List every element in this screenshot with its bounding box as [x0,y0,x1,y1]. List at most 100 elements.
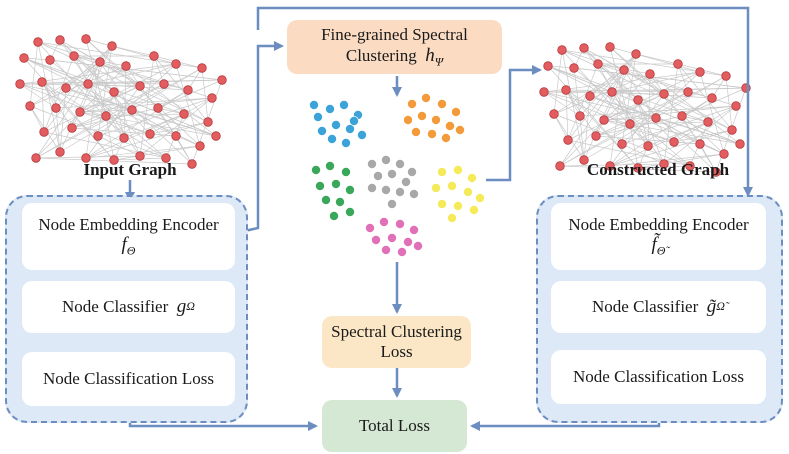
input-graph-edge [71,107,159,129]
input-graph-node [187,159,197,169]
input-graph-node [81,153,91,163]
cluster-point [444,121,455,132]
cluster-point [400,176,411,187]
input-graph-edge [79,85,141,113]
input-graph-node [149,51,159,61]
input-graph-edge [85,85,141,159]
cluster-point [450,107,461,118]
right-loss-label: Node Classification Loss [573,367,744,387]
cluster-point [330,178,341,189]
cluster-point [452,200,463,211]
input-graph-node [195,141,205,151]
cluster-point [344,184,355,195]
input-graph-node [179,109,189,119]
cluster-point [410,127,421,138]
constructed-graph-edge [573,67,581,117]
constructed-graph-caption: Constructed Graph [586,160,730,179]
input-graph-node [55,35,65,45]
cluster-point [308,100,319,111]
input-graph-edge [85,145,201,159]
cluster-point [408,224,419,235]
cluster-point [406,99,417,110]
input-graph-edge [85,89,189,159]
constructed-graph-edge [637,153,725,169]
input-graph-edge [43,131,167,159]
cluster-point [340,137,351,148]
input-graph-edge [35,67,203,159]
constructed-graph-edge [603,93,665,121]
input-graph-node [107,41,117,51]
constructed-graph-edge [595,123,631,137]
input-graph-edge [153,55,165,85]
input-graph-figure [15,34,227,169]
input-graph-edge [41,81,45,133]
cluster-point [468,204,479,215]
constructed-graph-edge [589,69,625,97]
cluster-point [380,184,391,195]
constructed-graph-node [549,109,559,119]
cluster-point [386,168,397,179]
constructed-graph-node [585,91,595,101]
cluster-point [378,216,389,227]
cluster-point [316,126,327,137]
constructed-graph-edge [603,71,701,121]
constructed-graph-edge [583,47,717,173]
constructed-graph-edge [597,63,689,93]
input-graph-edge [113,91,125,139]
cluster-point [416,111,427,122]
input-graph-edge [23,57,217,137]
input-graph-edge [113,91,141,157]
cluster-point [474,192,485,203]
input-graph-edge [71,83,165,129]
input-graph-node [217,75,227,85]
input-graph-caption: Input Graph [83,160,177,179]
cluster-point [324,104,335,115]
input-graph-node [109,155,119,165]
input-graph-node [45,55,55,65]
constructed-graph-edge [609,93,665,167]
cluster-point [446,180,457,191]
input-graph-node [183,85,193,95]
right-classifier-subscript: Ω̃ [716,299,725,314]
constructed-graph-edge [553,113,569,141]
constructed-graph-node [643,141,653,151]
constructed-graph-node [539,87,549,97]
constructed-graph-edge [609,46,665,95]
constructed-graph-edge [609,153,725,167]
input-graph-edge [79,109,133,113]
cluster-point [380,244,391,255]
constructed-graph-node [731,101,741,111]
cluster-point [344,206,355,217]
constructed-graph-node [579,43,589,53]
constructed-graph-edge [621,143,665,165]
constructed-graph-edge [553,49,563,115]
right-classifier-card: Node Classifier g̃Ω̃ [551,281,766,333]
input-graph-edge [29,41,39,107]
input-graph-edge [41,81,115,161]
input-graph-edge [49,59,223,81]
input-graph-node [153,103,163,113]
constructed-graph-edge [567,139,691,167]
input-graph-edge [79,97,213,113]
constructed-graph-edge [573,67,747,89]
cluster-point [454,125,465,136]
constructed-graph-edge [663,63,679,165]
input-graph-node [171,131,181,141]
input-graph-edge [79,111,151,135]
sc-loss-line1: Spectral Clustering [331,321,462,341]
input-graph-edge [73,55,165,85]
input-graph-edge [79,63,177,113]
cluster-point [310,164,321,175]
right-encoder-subscript: Θ̃ [656,243,666,258]
input-graph-node [203,117,213,127]
constructed-graph-node [645,69,655,79]
input-graph-edge [49,59,57,109]
constructed-graph-node [543,61,553,71]
constructed-graph-edge [547,65,639,169]
input-graph-node [51,103,61,113]
left-encoder-card: Node Embedding Encoder fΘ [22,203,235,270]
left-loss-card: Node Classification Loss [22,352,235,406]
constructed-graph-edge [559,91,689,167]
input-graph-node [75,107,85,117]
